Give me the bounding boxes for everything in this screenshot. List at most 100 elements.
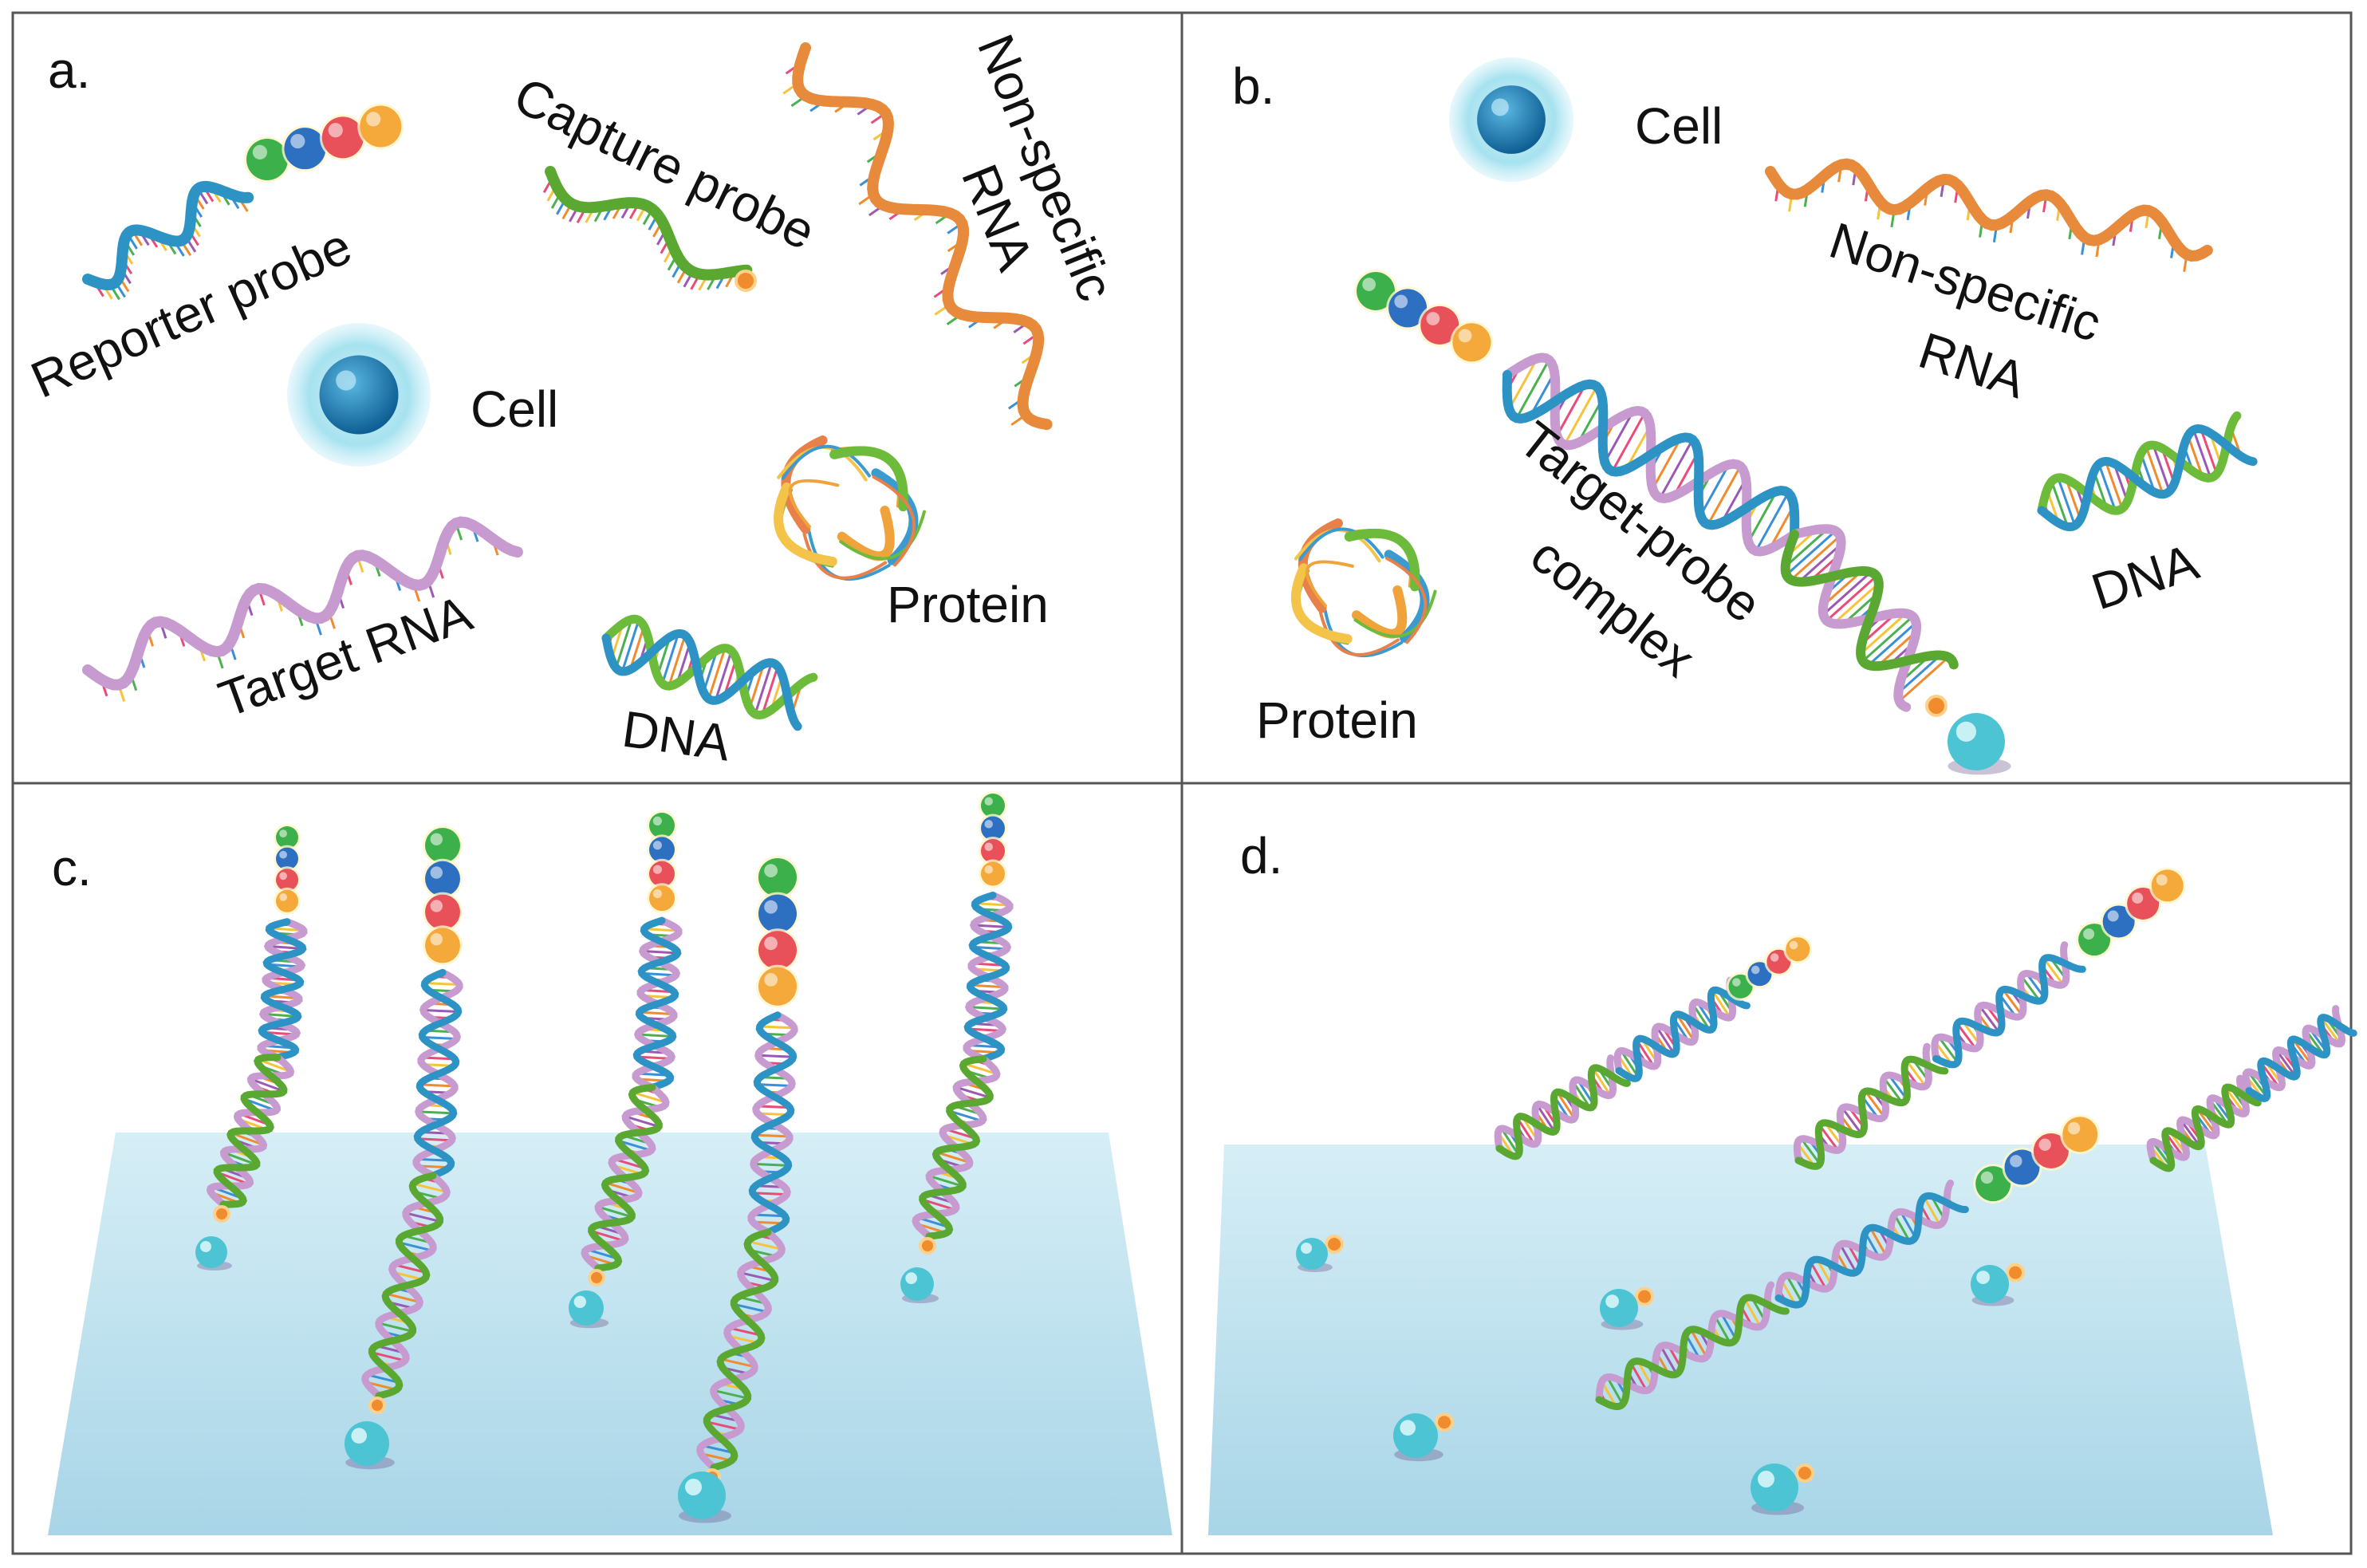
target-probe-complex-helix-a [1502,353,1800,557]
free-anchor-bead-d-4 [1393,1413,1443,1462]
target-probe-complex-helix-b [1780,524,1959,712]
stretched-complex-d-3-helix-b [2242,1005,2357,1102]
surface-complex-c-3-barcode [647,810,677,914]
surface-complex-c-4-barcode-bead-2 [756,892,799,936]
capture-probe-tag-a [735,270,757,292]
label-protein-a: Protein [887,576,1049,633]
reporter-barcode-a-bead-1 [244,136,290,183]
surface-complex-c-2-helix-top [412,968,463,1180]
surface-complex-c-5-helix-bottom [912,1055,1001,1240]
surface-complex-c-1-tag [213,1205,230,1223]
stretched-complex-d-4-helix-b [1774,1180,1969,1309]
cell-a [287,323,431,467]
surface-complex-c-4-helix-bottom [696,1228,786,1471]
non-specific-rna-b [1765,158,2213,272]
reporter-barcode-a [244,103,404,183]
reporter-barcode-b-bead-2 [1386,286,1430,330]
target-rna-a [82,516,523,702]
free-capture-tag-d-3 [2006,1263,2025,1282]
surface-complex-c-5-barcode-bead-2 [979,814,1007,843]
reporter-barcode-b-bead-4 [1450,321,1494,364]
free-capture-tag-d-4 [1435,1412,1454,1432]
panel-d-capture-surface [1208,1144,2273,1535]
reporter-barcode-a-bead-2 [282,125,329,172]
surface-complex-c-4-anchor [678,1471,731,1523]
protein-b [1290,518,1437,658]
dna-b [2037,411,2258,532]
surface-complex-c-1-anchor [195,1236,232,1271]
target-probe-complex-tag [1925,695,1948,717]
surface-complex-c-2-barcode-bead-2 [423,858,463,899]
surface-complex-c-3-barcode-bead-4 [647,883,677,914]
free-capture-tag-d-2 [1635,1286,1654,1306]
stretched-complex-d-2-barcode [2076,867,2186,959]
free-capture-tag-d-5 [1795,1464,1814,1483]
capture-probe-a [542,166,753,291]
free-anchor-bead-d-3 [1971,1265,2015,1306]
target-probe-complex-anchor [1948,713,2011,775]
label-dna-a: DNA [619,700,734,772]
surface-complex-c-2-anchor [345,1421,395,1470]
label-protein-b: Protein [1256,691,1418,749]
surface-complex-c-4-barcode-bead-4 [756,964,799,1008]
panel-a-labels: Reporter probe Capture probe Non-specifi… [22,26,1124,771]
dna-a [601,614,818,731]
free-anchor-bead-d-1 [1296,1238,1333,1272]
free-capture-tag-d-1 [1325,1235,1344,1254]
stretched-complex-d-1-barcode-bead-4 [1783,935,1813,964]
surface-complex-c-3-tag [588,1269,605,1286]
surface-complex-c-1-barcode [274,824,301,915]
reporter-barcode-b-bead-3 [1418,303,1462,347]
stretched-complex-d-4-helix-a [1595,1281,1790,1411]
surface-complex-c-2-tag [368,1397,386,1414]
stretched-complex-d-2-helix-b [1931,941,2086,1069]
free-anchor-bead-d-5 [1751,1464,1804,1515]
panel-b-letter: b. [1232,57,1274,115]
label-dna-b: DNA [2085,533,2205,621]
surface-complex-c-2-barcode [423,825,463,966]
panel-a-letter: a. [48,41,90,99]
molecule-layer [82,42,2357,1523]
surface-complex-c-5-tag [919,1237,936,1255]
reporter-probe-a [82,180,254,301]
surface-complex-c-1-helix-bottom [206,1054,295,1208]
stretched-complex-d-1-helix-a [1494,1054,1631,1160]
stretched-complex-d-4-barcode-bead-4 [2060,1114,2101,1155]
label-cell-b: Cell [1635,97,1723,155]
stretched-complex-d-2-barcode-bead-3 [2125,884,2162,922]
reporter-barcode-b [1354,270,1494,364]
surface-complex-c-1-barcode-bead-4 [274,887,301,915]
label-non-specific-rna-b-line2: RNA [1912,321,2033,409]
stretched-complex-d-1-helix-b [1613,976,1751,1082]
reporter-barcode-a-bead-3 [319,114,366,161]
panel-b-labels: Cell Non-specific RNA Target-probe compl… [1256,97,2205,749]
stretched-complex-d-2-barcode-bead-4 [2148,867,2186,904]
surface-complex-c-3-helix-bottom [581,1083,670,1272]
surface-complex-c-3-barcode-bead-1 [647,810,677,841]
stretched-complex-d-1-barcode [1726,935,1813,1001]
free-anchor-bead-d-2 [1600,1289,1644,1330]
surface-complex-c-4-barcode-bead-3 [756,928,799,972]
surface-complex-c-1-barcode-bead-3 [274,866,301,894]
label-non-specific-rna-b: Non-specific [1823,211,2108,353]
stretched-complex-d-2-helix-a [1793,1042,1949,1170]
stretched-complex-d-4-barcode-bead-1 [1973,1164,2014,1204]
stretched-complex-d-4-barcode-bead-2 [2002,1147,2042,1188]
surface-complex-c-1-barcode-bead-1 [274,824,301,851]
surface-complex-c-5-anchor [900,1267,939,1304]
surface-complex-c-5-helix-top [963,892,1014,1063]
panel-c-capture-surface [48,1133,1172,1535]
cell-b [1449,57,1573,182]
surface-complex-c-3-helix-top [632,916,683,1091]
label-target-rna: Target RNA [211,584,479,728]
surface-complex-c-3-barcode-bead-2 [647,834,677,865]
panel-c-letter: c. [52,839,92,896]
stretched-complex-d-4-barcode [1973,1114,2101,1204]
label-cell-a: Cell [471,380,558,438]
surface-complex-c-3-barcode-bead-3 [647,858,677,889]
surface-complex-c-2-helix-bottom [361,1172,451,1400]
reporter-barcode-b-bead-1 [1354,270,1397,313]
surface-complex-c-5-barcode-bead-4 [979,859,1007,888]
reporter-barcode-a-bead-4 [357,103,404,150]
